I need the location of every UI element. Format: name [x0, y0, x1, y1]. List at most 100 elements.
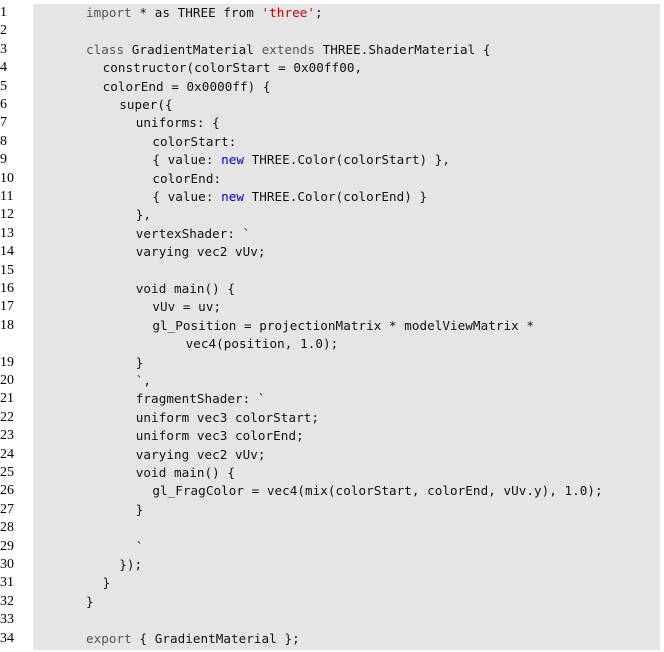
code-text: varying vec2 vUv; [136, 446, 266, 464]
line-number: 30 [0, 557, 14, 572]
keyword-token: class [86, 41, 125, 57]
code-line: 10 colorEnd: [0, 170, 664, 188]
line-number: 23 [0, 428, 14, 444]
code-token: gl_Position = projectionMatrix * modelVi… [152, 317, 534, 333]
line-number: 26 [0, 483, 14, 499]
code-text: `, [136, 372, 151, 390]
code-line: 21 fragmentShader: ` [0, 390, 664, 408]
code-background [33, 4, 660, 650]
line-number: 15 [0, 262, 14, 278]
code-line: 23 uniform vec3 colorEnd; [0, 427, 664, 445]
keyword-token: import [86, 5, 132, 20]
code-line: 29` [0, 538, 664, 556]
line-number: 27 [0, 501, 14, 517]
code-line: 27} [0, 501, 664, 519]
code-token: vUv = uv; [152, 299, 222, 315]
code-token: } [86, 593, 94, 609]
code-token: { GradientMaterial }; [131, 630, 300, 646]
line-number: 24 [0, 446, 14, 462]
code-token: } [135, 501, 144, 517]
code-token: } [135, 354, 144, 370]
code-token: vec4(position, 1.0); [185, 336, 339, 352]
code-token: colorStart: [152, 133, 237, 149]
line-number: 10 [0, 170, 14, 186]
code-token: * as THREE from [131, 5, 262, 20]
code-text: } [103, 574, 111, 592]
code-text: } [136, 354, 144, 372]
new-keyword-token: new [221, 152, 244, 168]
code-text: import * as THREE from 'three'; [86, 4, 323, 22]
line-number: 28 [0, 520, 14, 536]
line-number: 17 [0, 299, 14, 315]
code-line: 24 varying vec2 vUv; [0, 446, 664, 464]
code-line: vec4(position, 1.0); [0, 335, 664, 353]
line-number: 7 [0, 115, 7, 131]
code-text: class GradientMaterial extends THREE.Sha… [86, 41, 491, 59]
code-token: colorEnd = 0x0000ff) { [102, 78, 271, 94]
line-number: 5 [0, 78, 7, 94]
line-number: 31 [0, 575, 14, 591]
line-number: 14 [0, 244, 14, 260]
code-text: export { GradientMaterial }; [86, 630, 300, 648]
code-text: fragmentShader: ` [136, 390, 266, 408]
line-number: 21 [0, 391, 14, 407]
code-token: `, [135, 373, 152, 388]
code-line: 16 void main() { [0, 280, 664, 298]
code-token: super({ [119, 97, 173, 112]
code-line: 17 vUv = uv; [0, 298, 664, 316]
code-text: }); [119, 556, 142, 574]
code-text: colorEnd = 0x0000ff) { [103, 78, 271, 96]
code-token: void main() { [135, 281, 236, 296]
code-line: 15 [0, 262, 664, 280]
code-line: 31} [0, 574, 664, 592]
line-number: 9 [0, 152, 7, 168]
code-line: 7 uniforms: { [0, 114, 664, 132]
code-line: 1 import * as THREE from 'three'; [0, 4, 664, 22]
line-number: 22 [0, 409, 14, 425]
code-token: GradientMaterial [124, 41, 262, 57]
code-text: vertexShader: ` [136, 225, 250, 243]
line-number: 6 [0, 97, 7, 112]
code-text: colorStart: [152, 133, 236, 151]
code-token: { value: [152, 152, 222, 168]
code-text: uniform vec3 colorStart; [136, 409, 319, 427]
line-number: 3 [0, 41, 7, 57]
code-line: 22 uniform vec3 colorStart; [0, 409, 664, 427]
line-number: 19 [0, 354, 14, 370]
code-token: colorEnd: [152, 170, 222, 186]
code-text: uniform vec3 colorEnd; [136, 427, 304, 445]
code-token: uniforms: { [135, 115, 220, 131]
code-token: ; [314, 5, 323, 20]
code-line: 6 super({ [0, 96, 664, 114]
code-text: ` [136, 538, 144, 556]
code-line: 5 colorEnd = 0x0000ff) { [0, 78, 664, 96]
code-text: vec4(position, 1.0); [186, 335, 339, 353]
line-number: 1 [0, 5, 7, 20]
code-text: } [86, 593, 94, 611]
code-token: fragmentShader: ` [135, 391, 266, 407]
code-line: 34 export { GradientMaterial }; [0, 630, 664, 648]
line-number: 34 [0, 630, 14, 646]
line-number: 25 [0, 465, 14, 480]
code-line: 9{ value: new THREE.Color(colorStart) }, [0, 151, 664, 169]
code-line: 19} [0, 354, 664, 372]
code-line: 3 class GradientMaterial extends THREE.Sh… [0, 41, 664, 59]
code-token: uniform vec3 colorEnd; [135, 428, 304, 444]
line-number: 16 [0, 281, 14, 296]
code-text: colorEnd: [152, 170, 221, 188]
code-text: void main() { [136, 464, 235, 482]
code-token: varying vec2 vUv; [135, 244, 266, 260]
code-text: gl_Position = projectionMatrix * modelVi… [152, 317, 534, 335]
code-text: vUv = uv; [152, 298, 221, 316]
code-line: 11{ value: new THREE.Color(colorEnd) } [0, 188, 664, 206]
code-text: uniforms: { [136, 114, 220, 132]
code-line: 28 [0, 519, 664, 537]
code-text: varying vec2 vUv; [136, 243, 266, 261]
code-text: constructor(colorStart = 0x00ff00, [103, 59, 363, 77]
